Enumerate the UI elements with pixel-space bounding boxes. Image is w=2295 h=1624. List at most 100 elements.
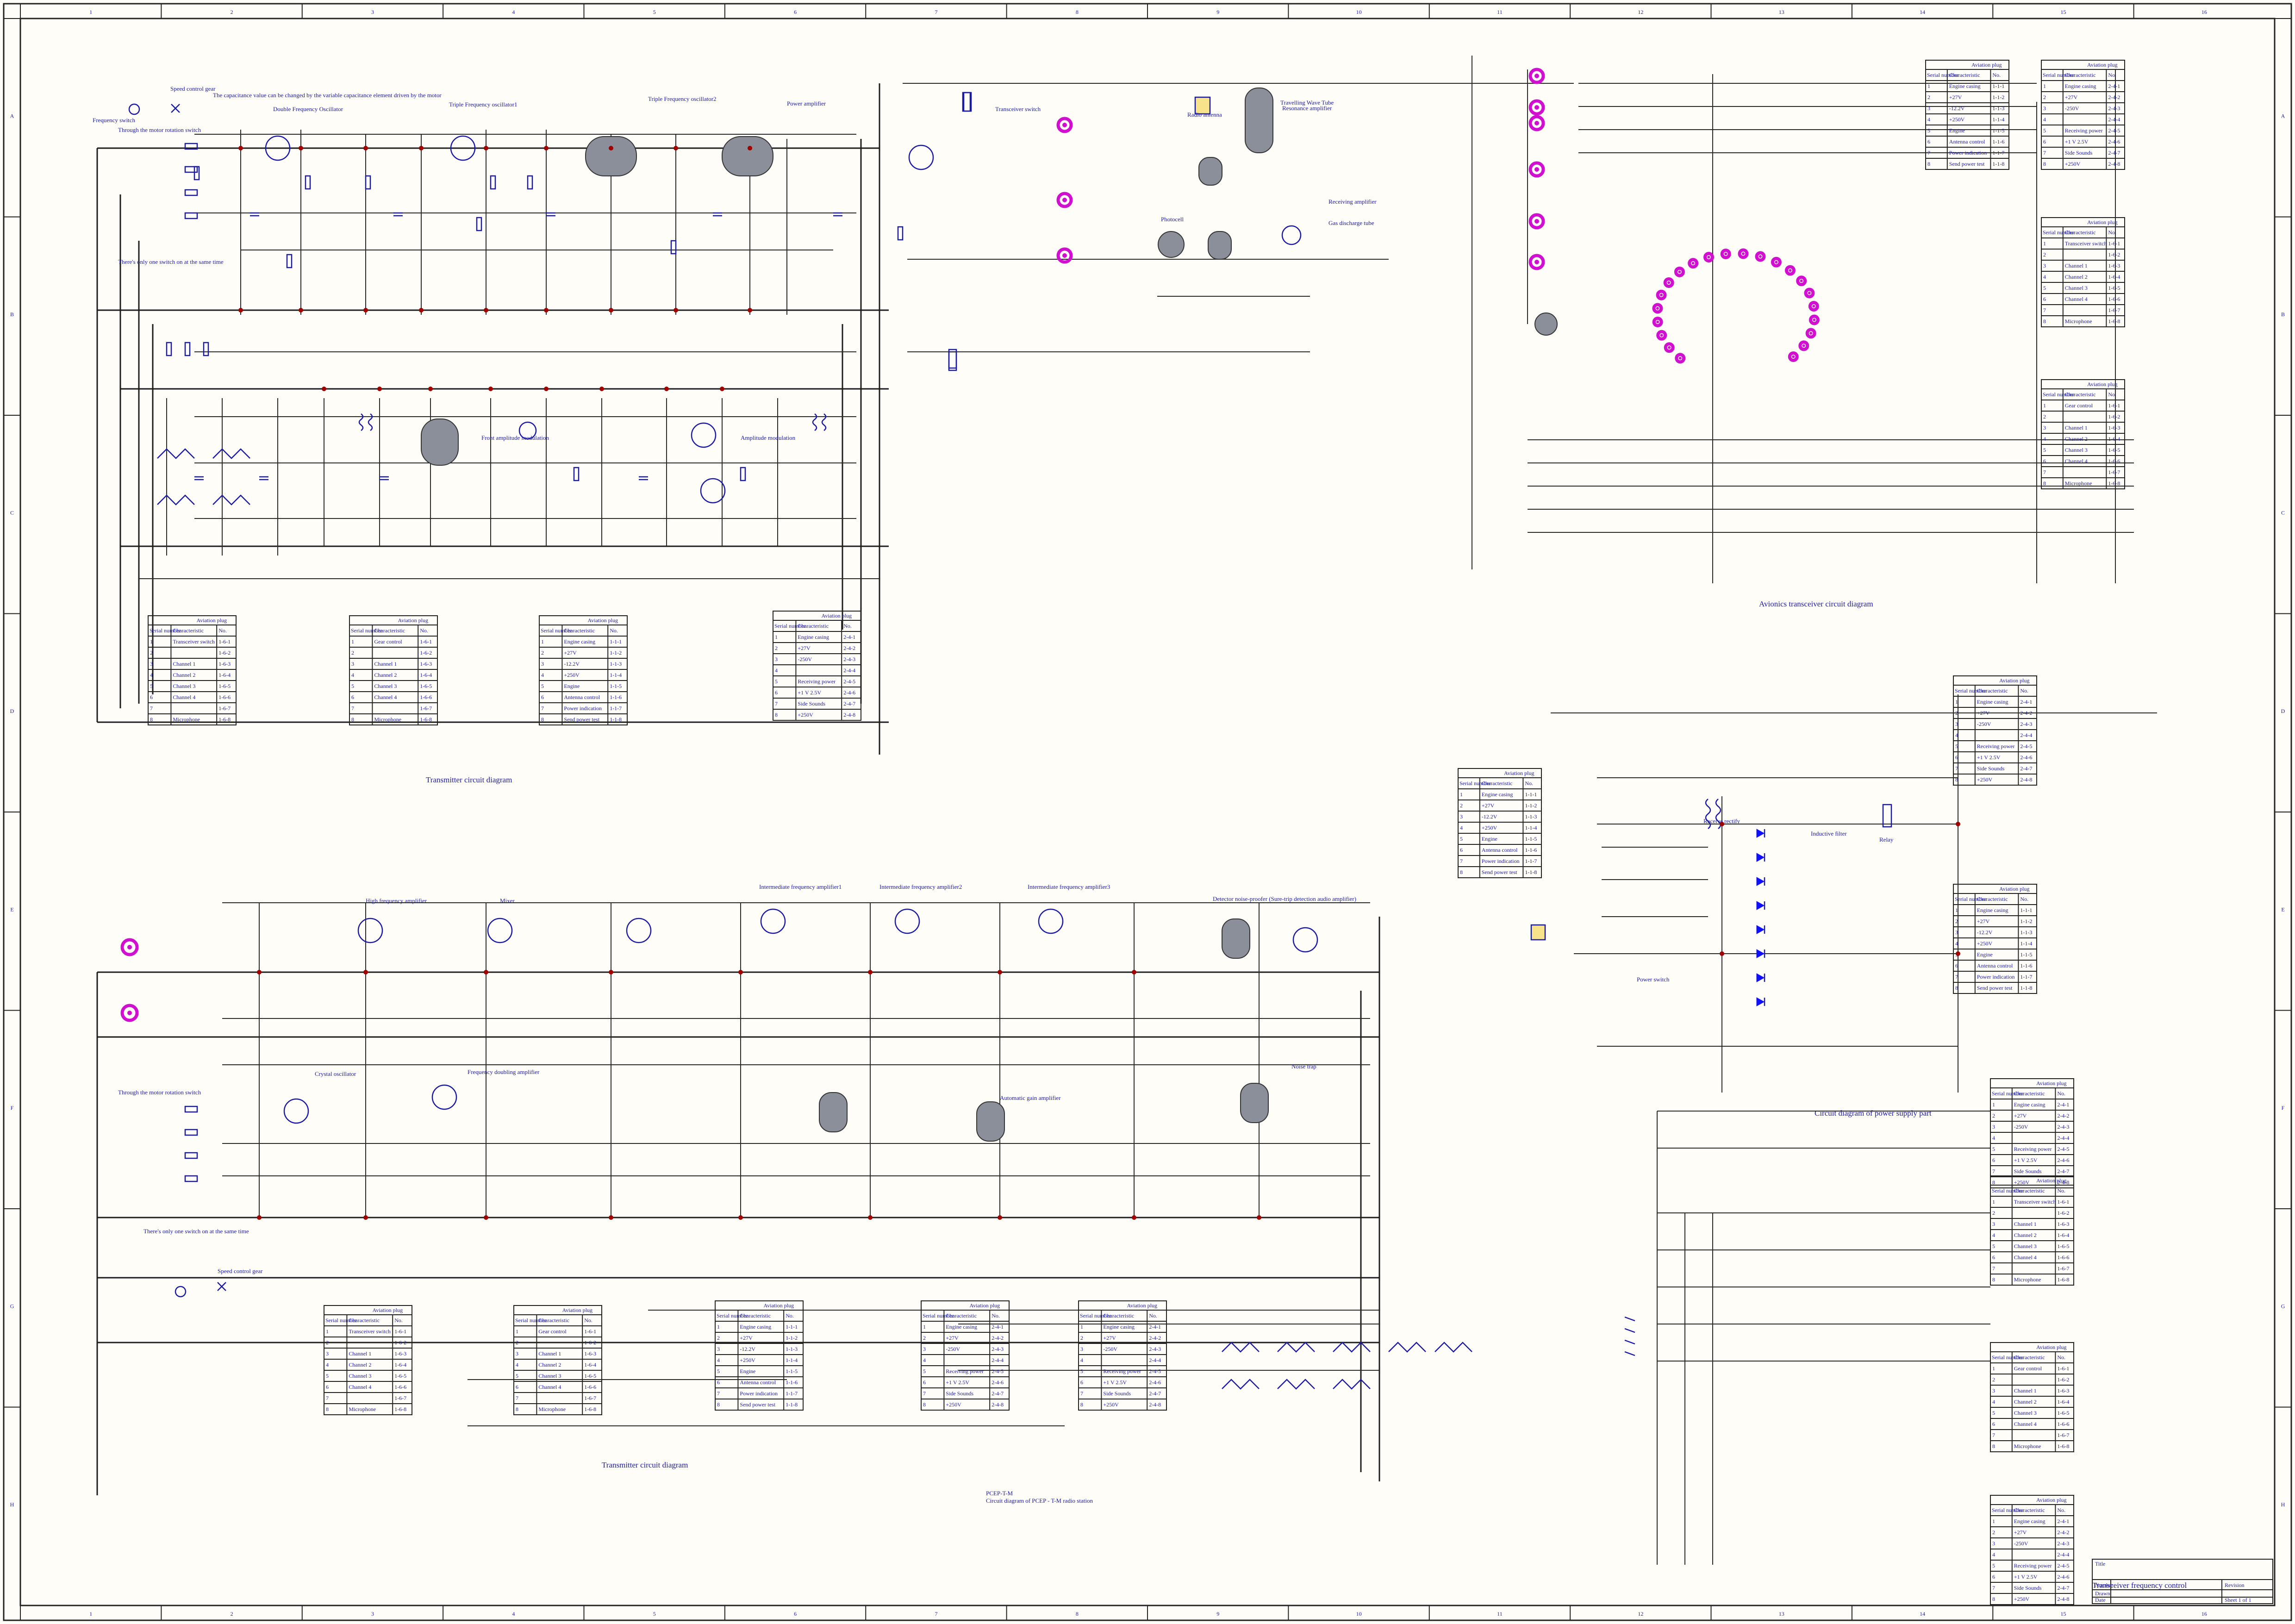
table-cell: 2-4-1 [2057,1518,2069,1524]
table-cell: Antenna control [1949,138,1985,145]
table-header-no: No. [2108,229,2116,236]
table-cell: Channel 3 [2014,1243,2037,1249]
table-cell: 2-4-2 [2057,1112,2069,1119]
table-caption: Aviation plug [2036,1177,2066,1184]
table-cell: Channel 4 [2065,296,2088,302]
motor-icon [128,103,140,115]
table-cell: 4 [1992,1399,1995,1405]
table-cell: 2-4-7 [843,700,855,707]
drawing-frame: 1122334455667788991010111112121313141415… [3,3,2292,1621]
table-cell: 1-1-7 [610,705,622,712]
table-cell: 1-1-7 [2020,974,2032,980]
table-cell: 1-6-1 [584,1328,596,1335]
table-header-char: Characteristic [173,627,204,634]
row-marker: F [2282,1105,2285,1111]
table-cell: -250V [2014,1540,2028,1547]
table-header-serial: Serial number [2043,72,2074,78]
table-cell: Engine casing [1103,1324,1135,1330]
connector-rings [1056,68,1545,270]
table-header-char: Characteristic [349,1317,380,1324]
caption-relay: Relay [1879,836,1894,843]
table-cell: 6 [1992,1157,1995,1163]
table-cell: Receiving power [1103,1368,1141,1374]
table-cell: 1-1-1 [786,1324,798,1330]
table-cell: 1-6-6 [394,1384,406,1390]
col-marker: 2 [231,1611,233,1617]
table-cell: +1 V 2.5V [2014,1157,2038,1163]
col-marker: 1 [89,9,92,15]
row-marker: G [10,1303,14,1309]
table-cell: Engine casing [798,634,829,640]
table-header-serial: Serial number [1459,780,1491,787]
table-cell: 5 [1992,1146,1995,1152]
col-marker: 6 [794,1611,797,1617]
table-cell: Power indication [740,1390,778,1397]
table-cell: Engine [740,1368,755,1374]
table-cell: 2-4-4 [2108,116,2120,123]
col-marker: 14 [1920,1611,1925,1617]
table-cell: 8 [2043,161,2046,167]
table-cell: Send power test [740,1401,775,1408]
table-header-no: No. [2057,1090,2065,1097]
table-cell: 1-1-2 [610,650,622,656]
table-header-no: No. [2020,687,2028,694]
tb-number: Number [2095,1582,2113,1588]
table-cell: Channel 4 [173,694,195,700]
col-marker: 12 [1638,1611,1643,1617]
row-marker: C [10,509,14,516]
col-marker: 15 [2060,9,2066,15]
table-cell: 2-4-2 [843,645,855,651]
table-cell: 7 [351,705,354,712]
table-cell: 1-6-1 [2057,1199,2069,1205]
table-cell: 2 [2043,413,2046,420]
table-cell: 2 [1460,802,1463,809]
table-cell: +27V [2014,1529,2027,1536]
table-cell: 7 [1460,858,1463,864]
table-cell: Receiving power [946,1368,984,1374]
row-marker: B [2281,311,2285,318]
caption-receiving-amp: Receiving amplifier [1328,198,1377,205]
col-marker: 8 [1076,1611,1079,1617]
table-caption: Aviation plug [197,617,227,624]
receiver-circuit-bottom: High frequency amplifier Mixer Intermedi… [96,883,1472,1495]
table-cell: 2 [1992,1376,1995,1383]
table-cell: Antenna control [1977,962,2013,969]
table-header-serial: Serial number [1080,1312,1111,1319]
crystal-bank [184,143,198,219]
table-cell: 3 [1927,105,1930,112]
table-cell: 8 [1992,1443,1995,1449]
table-cell: Channel 4 [2065,458,2088,464]
table-header-serial: Serial number [515,1317,547,1324]
table-cell: 3 [2043,425,2046,431]
table-cell: Channel 3 [374,683,397,689]
table-cell: 1-6-5 [218,683,231,689]
table-cell: +250V [1949,116,1965,123]
table-header-char: Characteristic [798,623,829,629]
table-cell: 3 [1955,721,1958,727]
table-cell: 1-6-2 [584,1339,596,1346]
table-cell: 2 [923,1335,926,1341]
row-marker: H [10,1501,14,1508]
table-cell: 1-6-7 [2057,1432,2069,1438]
table-cell: 2-4-3 [1149,1346,1161,1352]
table-cell: 2 [326,1339,329,1346]
table-cell: Side Sounds [1977,765,2005,772]
table-cell: 1-6-2 [218,650,231,656]
table-cell: 1-6-6 [218,694,231,700]
table-cell: 7 [1955,765,1958,772]
table-cell: 2-4-1 [2057,1101,2069,1108]
table-cell: Engine casing [564,638,595,645]
junction-dots [238,146,1960,1220]
table-cell: 1-6-2 [2057,1210,2069,1216]
table-cell: 1-6-6 [2108,296,2120,302]
variable-resistor-icon [963,92,972,112]
table-cell: Send power test [1482,869,1517,875]
table-caption: Aviation plug [2087,219,2117,225]
table-header-char: Characteristic [946,1312,977,1319]
table-header-char: Characteristic [564,627,595,634]
table-cell: 1-6-7 [2108,307,2120,313]
table-cell: -250V [1977,721,1991,727]
